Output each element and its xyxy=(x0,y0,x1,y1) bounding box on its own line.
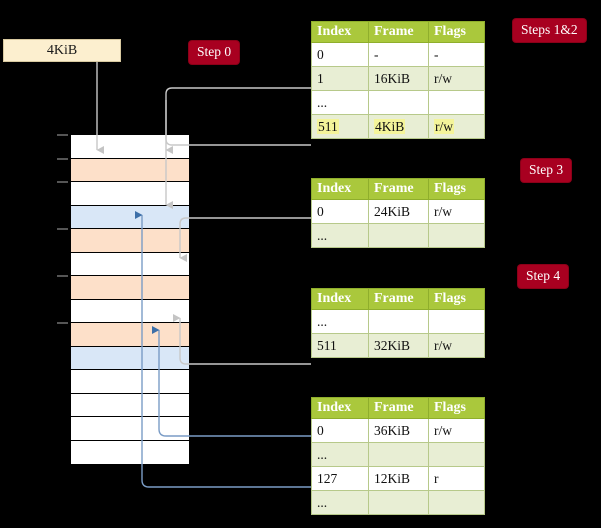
column-header-flags: Flags xyxy=(428,397,485,419)
memory-frame xyxy=(71,276,189,300)
table-row: ... xyxy=(311,490,485,515)
column-header-flags: Flags xyxy=(428,178,485,200)
table-row: 511 4KiB r/w xyxy=(311,114,485,139)
cell-frame xyxy=(368,309,429,334)
cell-flags: r xyxy=(428,466,485,491)
cell-flags: r/w xyxy=(428,333,485,358)
cell-flags: r/w xyxy=(428,114,485,139)
column-header-frame: Frame xyxy=(368,178,429,200)
column-header-index: Index xyxy=(311,21,369,43)
cell-flags xyxy=(428,490,485,515)
step-badge-step-3: Step 3 xyxy=(521,159,572,182)
memory-frame xyxy=(71,299,189,323)
column-header-index: Index xyxy=(311,178,369,200)
cell-flags: r/w xyxy=(428,418,485,443)
cell-flags xyxy=(428,309,485,334)
cell-flags xyxy=(428,223,485,248)
cell-index: ... xyxy=(311,309,369,334)
cell-frame xyxy=(368,223,429,248)
cell-frame: 32KiB xyxy=(368,333,429,358)
table-row: ... xyxy=(311,90,485,115)
cell-index: 0 xyxy=(311,199,369,224)
column-header-frame: Frame xyxy=(368,288,429,310)
table-row: ... xyxy=(311,309,485,334)
memory-frame xyxy=(71,440,189,464)
cell-index: 1 xyxy=(311,66,369,91)
cell-frame: 36KiB xyxy=(368,418,429,443)
memory-frame xyxy=(71,158,189,182)
table-row: 0-- xyxy=(311,42,485,67)
cell-frame xyxy=(368,442,429,467)
memory-frame xyxy=(71,323,189,347)
step-badge-steps-1-2: Steps 1&2 xyxy=(513,19,586,42)
table-row: ... xyxy=(311,223,485,248)
frame-tick xyxy=(57,275,68,277)
cell-index: ... xyxy=(311,90,369,115)
step-badge-step-4: Step 4 xyxy=(518,265,569,288)
memory-frame xyxy=(71,346,189,370)
highlighted-value: 4KiB xyxy=(374,118,406,134)
cell-index: 0 xyxy=(311,418,369,443)
cell-flags xyxy=(428,90,485,115)
cell-frame: 24KiB xyxy=(368,199,429,224)
cell-flags: - xyxy=(428,42,485,67)
column-header-frame: Frame xyxy=(368,21,429,43)
virtual-address-box: 4KiB xyxy=(3,39,121,62)
column-header-index: Index xyxy=(311,397,369,419)
cell-frame: - xyxy=(368,42,429,67)
cell-flags: r/w xyxy=(428,199,485,224)
cell-index: 511 xyxy=(311,114,369,139)
cell-index: ... xyxy=(311,490,369,515)
table-row: ... xyxy=(311,442,485,467)
cell-frame: 16KiB xyxy=(368,66,429,91)
physical-memory-stack xyxy=(70,134,190,464)
cell-frame xyxy=(368,90,429,115)
column-header-flags: Flags xyxy=(428,21,485,43)
frame-tick xyxy=(57,228,68,230)
memory-frame xyxy=(71,252,189,276)
highlighted-value: 511 xyxy=(317,118,339,134)
step-badge-step-0: Step 0 xyxy=(189,41,240,64)
cell-index: 127 xyxy=(311,466,369,491)
cell-frame: 4KiB xyxy=(368,114,429,139)
cell-index: 511 xyxy=(311,333,369,358)
memory-frame xyxy=(71,393,189,417)
frame-tick xyxy=(57,181,68,183)
column-header-index: Index xyxy=(311,288,369,310)
memory-frame xyxy=(71,229,189,253)
memory-frame xyxy=(71,135,189,159)
column-header-flags: Flags xyxy=(428,288,485,310)
memory-frame xyxy=(71,417,189,441)
cell-index: 0 xyxy=(311,42,369,67)
memory-frame xyxy=(71,370,189,394)
cell-index: ... xyxy=(311,442,369,467)
column-header-frame: Frame xyxy=(368,397,429,419)
cell-frame xyxy=(368,490,429,515)
cell-flags: r/w xyxy=(428,66,485,91)
memory-frame xyxy=(71,182,189,206)
cell-flags xyxy=(428,442,485,467)
frame-tick xyxy=(57,134,68,136)
memory-frame xyxy=(71,205,189,229)
cell-index: ... xyxy=(311,223,369,248)
cell-frame: 12KiB xyxy=(368,466,429,491)
highlighted-value: r/w xyxy=(434,118,454,134)
frame-tick xyxy=(57,322,68,324)
frame-tick xyxy=(57,157,68,160)
